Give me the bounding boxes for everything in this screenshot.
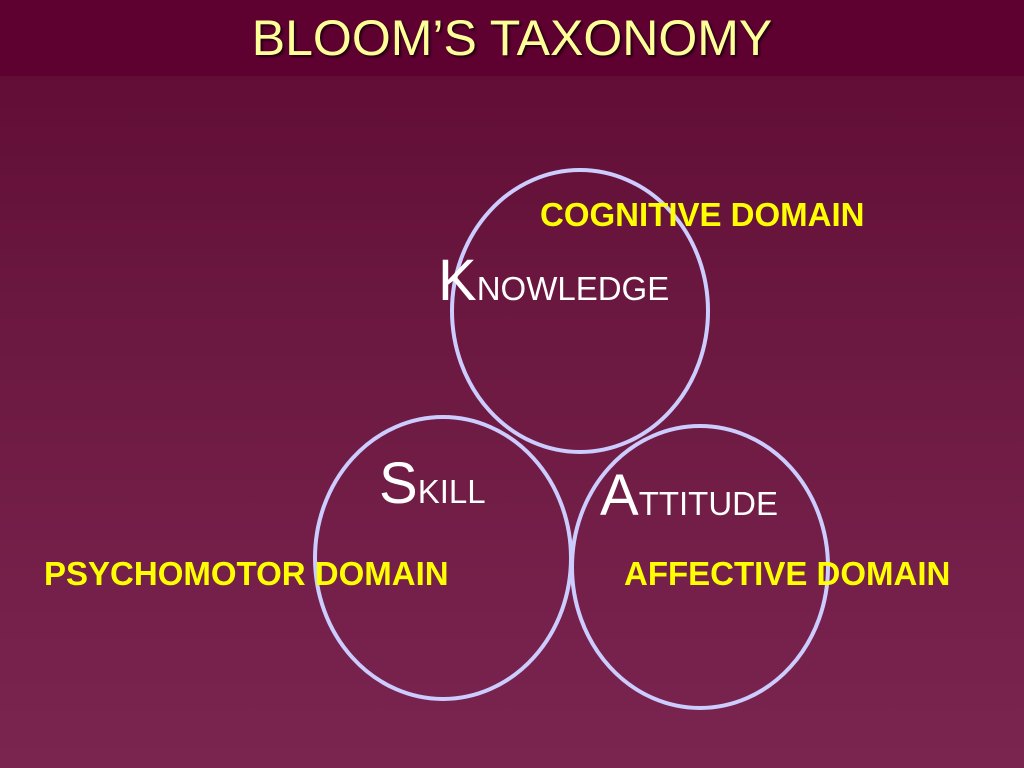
knowledge-label: KNOWLEDGE <box>438 252 669 310</box>
circle-affective <box>570 424 830 710</box>
cognitive-domain-label: COGNITIVE DOMAIN <box>540 196 865 233</box>
attitude-initial: A <box>600 463 639 528</box>
skill-label: SKILL <box>379 455 486 513</box>
attitude-label: ATTITUDE <box>600 467 778 525</box>
skill-initial: S <box>379 451 418 516</box>
slide-title: BLOOM’S TAXONOMY <box>251 10 773 66</box>
psychomotor-domain-label: PSYCHOMOTOR DOMAIN <box>44 555 449 592</box>
title-bar <box>0 0 1024 76</box>
skill-rest: KILL <box>417 473 486 510</box>
knowledge-initial: K <box>438 248 477 313</box>
affective-domain-label: AFFECTIVE DOMAIN <box>624 555 951 592</box>
attitude-rest: TTITUDE <box>638 485 779 522</box>
knowledge-rest: NOWLEDGE <box>476 270 670 307</box>
circle-cognitive <box>450 168 710 454</box>
